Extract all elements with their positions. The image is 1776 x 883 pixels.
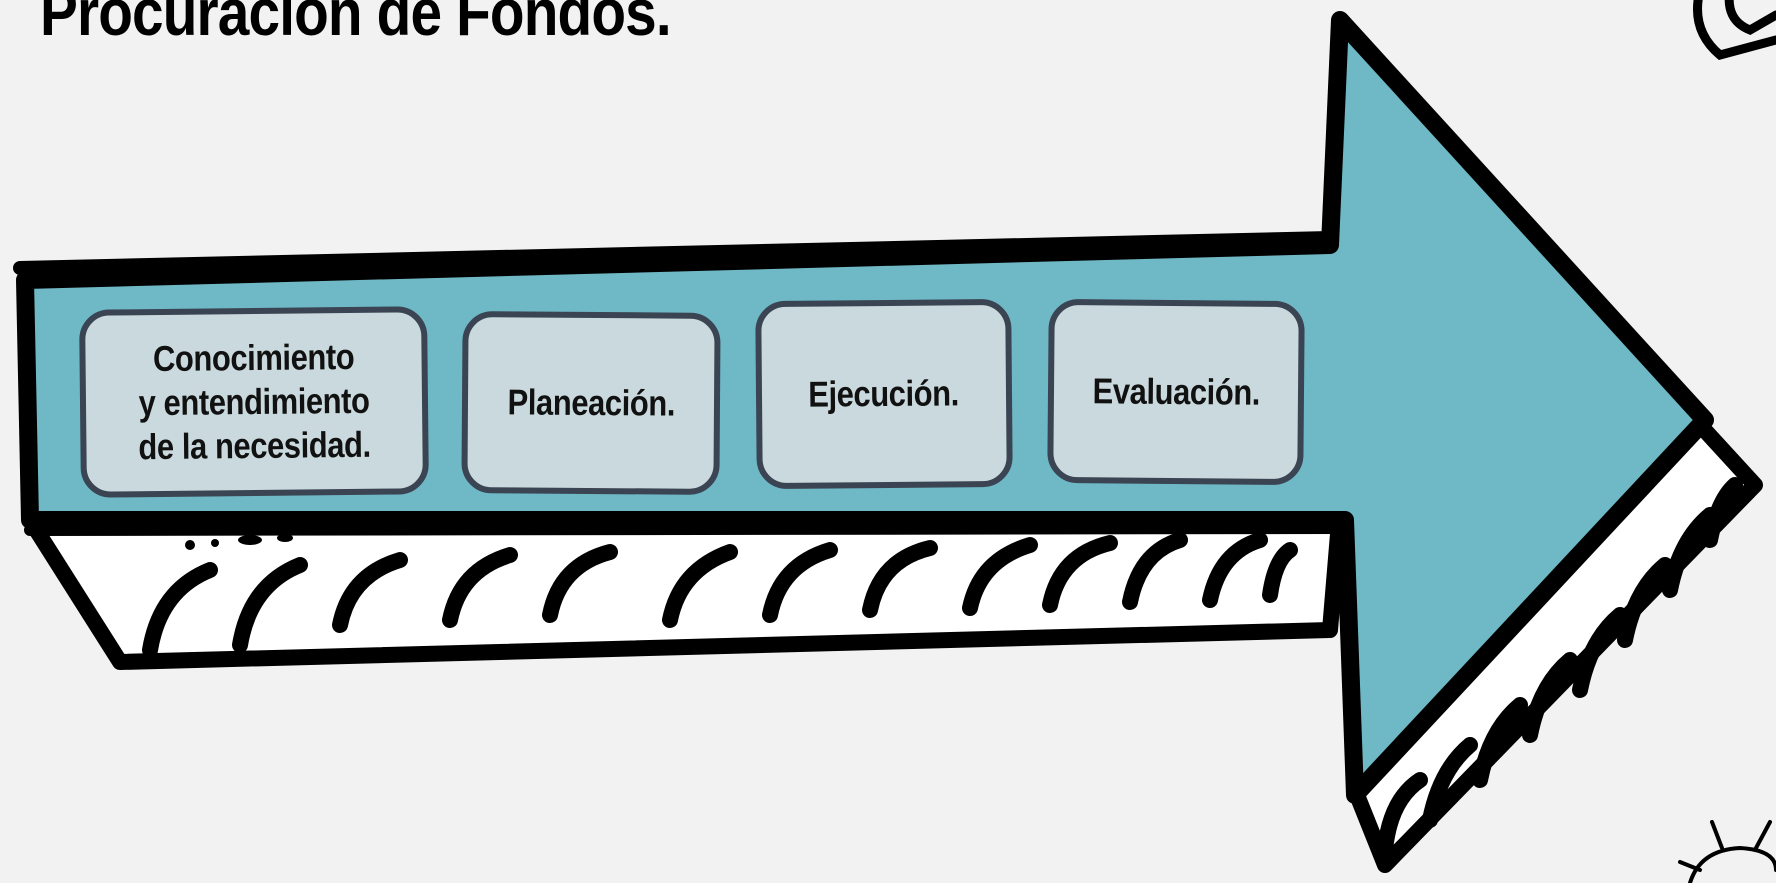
step-label: Evaluación. <box>1092 370 1260 413</box>
step-box-ejecucion: Ejecución. <box>755 298 1013 490</box>
step-label: Conocimiento y entendimiento de la neces… <box>138 336 371 468</box>
step-label: Ejecución. <box>808 372 960 415</box>
page-title: Procuración de Fondos. <box>40 0 672 49</box>
step-label: Planeación. <box>507 381 675 424</box>
shaft-hatching <box>142 532 1298 658</box>
arrowhead-hatching <box>1377 477 1743 858</box>
decorative-sun-icon <box>1678 820 1776 883</box>
step-box-planeacion: Planeación. <box>461 311 721 495</box>
step-box-conocimiento: Conocimiento y entendimiento de la neces… <box>79 306 429 498</box>
paint-dots <box>185 534 293 550</box>
decorative-doodle-icon <box>1693 0 1776 60</box>
step-box-evaluacion: Evaluación. <box>1047 298 1305 486</box>
